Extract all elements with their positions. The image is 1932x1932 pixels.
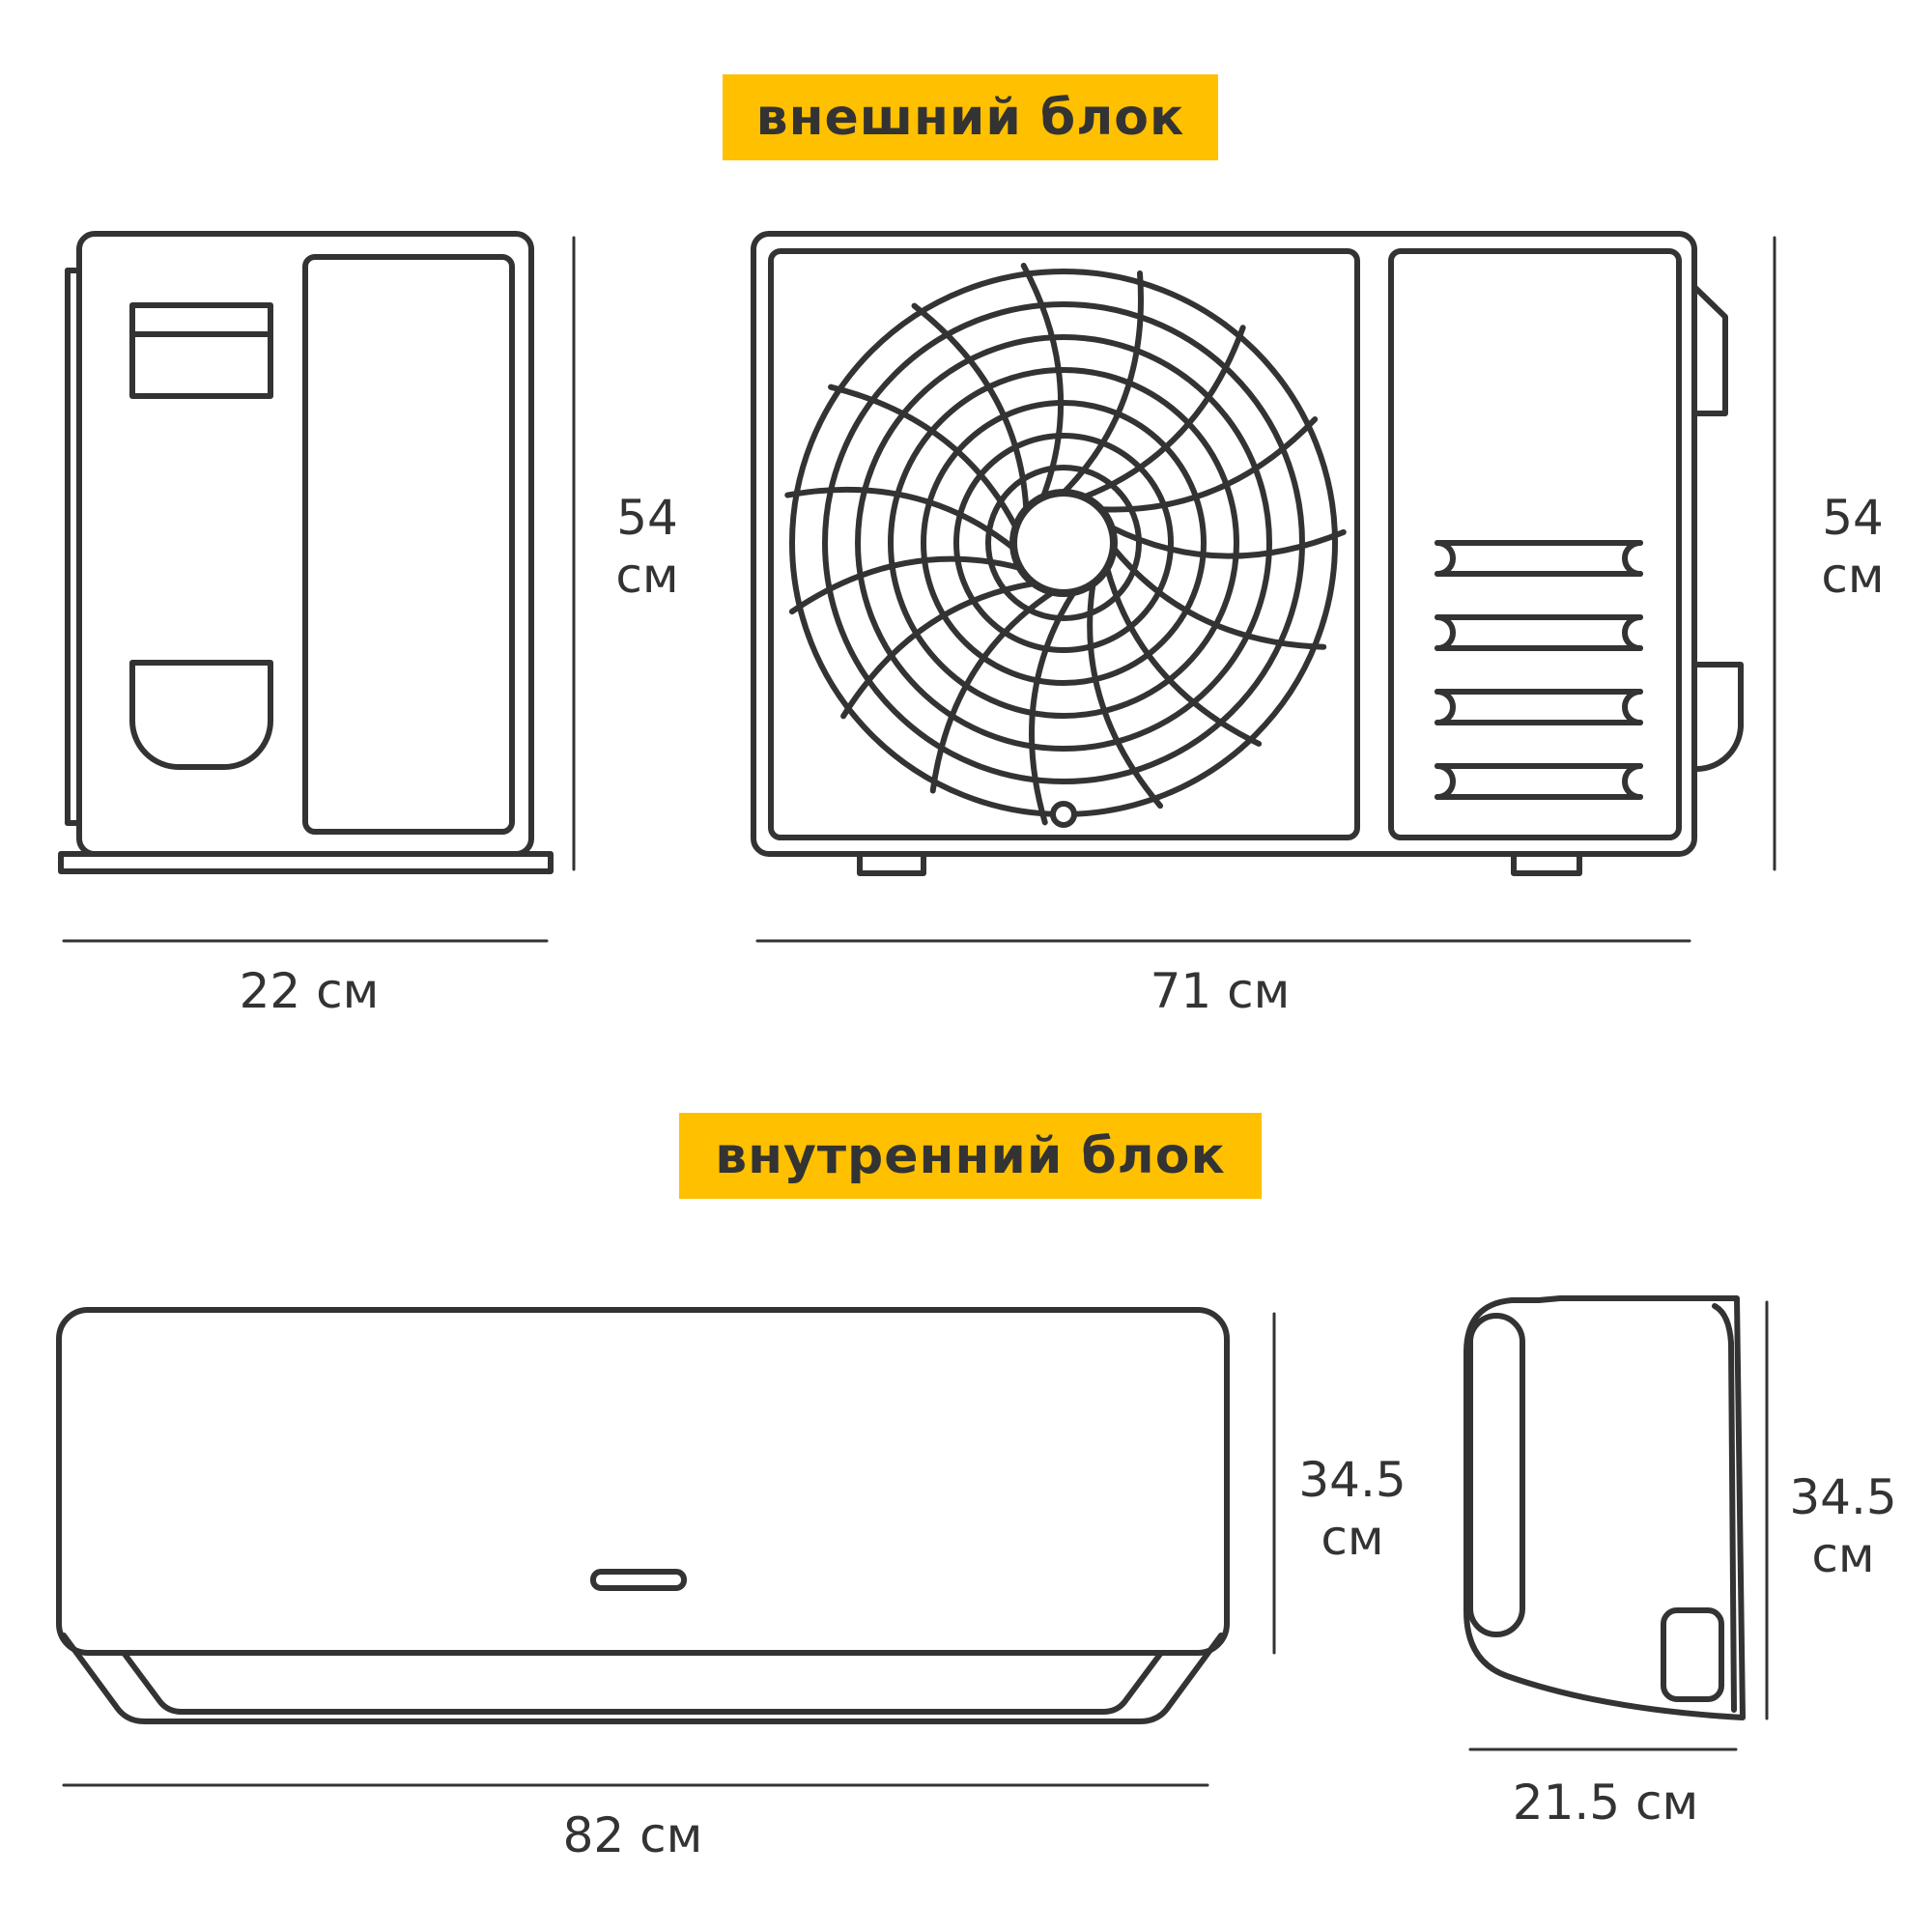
indoor-front-width-label: 82 см [562, 1807, 703, 1863]
outdoor-side-width-label: 22 см [239, 963, 380, 1019]
indoor-front-view [56, 1307, 1230, 1724]
outdoor-front-height-label: 54 см [1821, 490, 1885, 604]
indoor-side-height-label: 34.5 см [1789, 1469, 1897, 1583]
outdoor-front-view [751, 231, 1745, 876]
outdoor-side-height-label: 54 см [615, 490, 679, 604]
indoor-side-width-label: 21.5 см [1512, 1775, 1699, 1831]
indoor-front-height-label: 34.5 см [1298, 1452, 1406, 1566]
indoor-side-view [1463, 1295, 1746, 1720]
vent-slots [1435, 540, 1643, 797]
outdoor-unit-title: внешний блок [723, 74, 1218, 160]
outdoor-front-width-label: 71 см [1150, 963, 1291, 1019]
indoor-unit-title: внутренний блок [679, 1113, 1262, 1199]
outdoor-side-view [58, 231, 554, 874]
fan-grille-icon [787, 266, 1344, 828]
service-valve-icon [1691, 662, 1745, 773]
